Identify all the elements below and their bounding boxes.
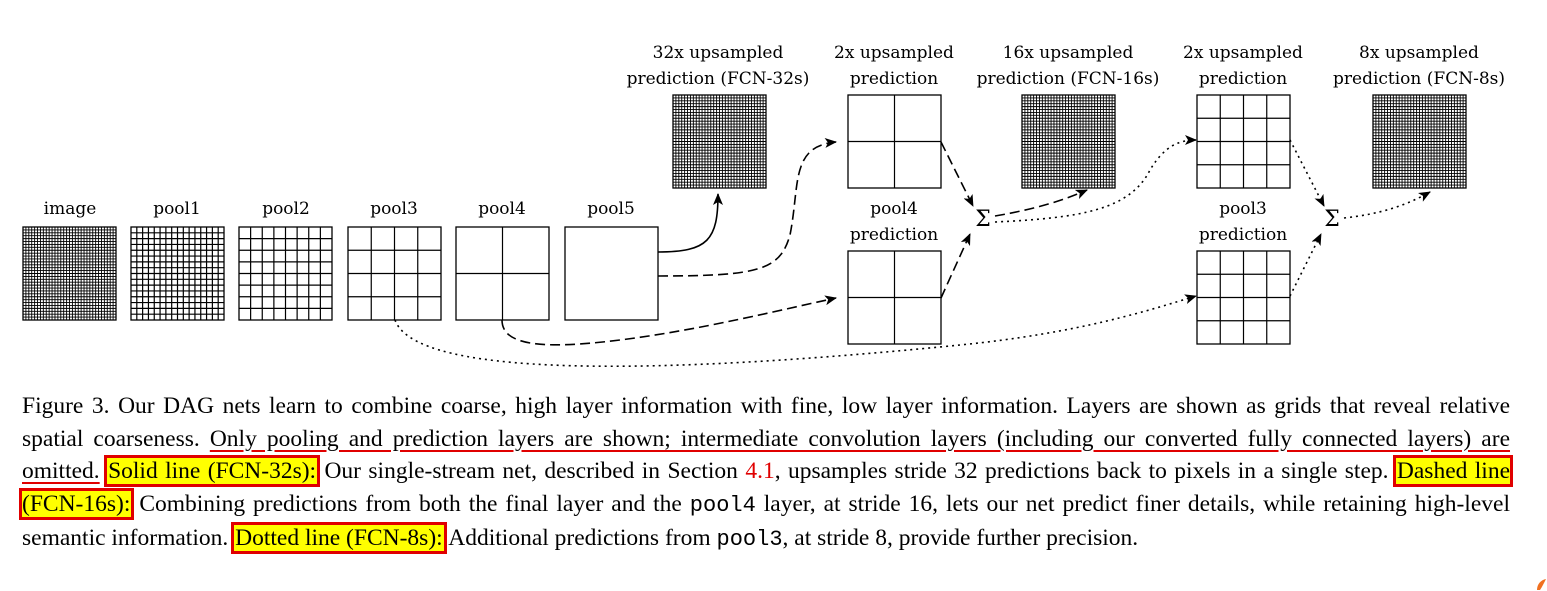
grid-2x-upsampled-b <box>1196 94 1291 189</box>
sum-symbol-1: Σ <box>975 207 991 232</box>
code-pool4: pool4 <box>689 492 756 518</box>
section-reference-link[interactable]: 4.1 <box>745 458 775 484</box>
label-fcn16-line1: 16x upsampled <box>1003 43 1134 63</box>
label-pool5: pool5 <box>587 199 635 219</box>
highlight-dotted-line: Dotted line (FCN-8s): <box>231 522 447 554</box>
label-up2a-line1: 2x upsampled <box>834 43 954 63</box>
caption-dashed-desc: Combining predictions from both the fina… <box>131 490 690 517</box>
corner-mark-icon <box>1537 579 1546 590</box>
label-up2b-line1: 2x upsampled <box>1183 43 1303 63</box>
dashed-arrow-sum-to-fcn16 <box>994 189 1088 217</box>
caption-dashed-desc-end: layer, at stride 16, lets our net predic… <box>22 490 1510 552</box>
label-pool2: pool2 <box>262 199 310 219</box>
grid-image <box>22 226 117 321</box>
caption-underlined-note: Only pooling and prediction layers are s… <box>22 425 1510 485</box>
highlight-solid-line: Solid line (FCN-32s): <box>104 455 321 487</box>
fcn-dag-diagram: image pool1 pool2 pool3 pool4 pool5 32x … <box>22 43 1505 367</box>
caption-solid-desc: Our single-stream net, described in Sect… <box>317 458 746 484</box>
grid-fcn8-prediction <box>1372 94 1467 189</box>
grid-pool4 <box>455 226 550 321</box>
grid-pool3-prediction <box>1196 250 1291 345</box>
dotted-arrow-sum-to-2x-b <box>994 135 1197 223</box>
figure-caption: Figure 3. Our DAG nets learn to combine … <box>18 390 1514 557</box>
label-up2a-line2: prediction <box>850 69 938 89</box>
label-pool4: pool4 <box>478 199 526 219</box>
grid-pool1 <box>130 226 225 321</box>
label-up2b-line2: prediction <box>1199 69 1287 89</box>
label-pool4pred-line1: pool4 <box>870 199 918 219</box>
dotted-arrow-pool3pred-to-sum <box>1289 233 1322 297</box>
grid-fcn32-prediction <box>672 94 767 189</box>
dashed-arrow-pool4-to-pool4pred <box>501 295 837 346</box>
caption-intro: Figure 3. Our DAG nets learn to combine … <box>22 393 1510 452</box>
dotted-arrow-sum-to-fcn8 <box>1343 191 1431 219</box>
sum-symbol-2: Σ <box>1324 207 1340 232</box>
grid-pool5 <box>564 226 659 321</box>
dotted-arrow-pool3-to-pool3pred <box>394 294 1197 367</box>
grid-2x-upsampled-a <box>847 94 942 189</box>
dashed-arrow-pool4pred-to-sum <box>940 233 971 299</box>
label-pool3: pool3 <box>370 199 418 219</box>
grid-pool3 <box>347 226 442 321</box>
dashed-arrow-2x-to-sum <box>940 141 974 207</box>
label-pool3pred-line2: prediction <box>1199 225 1287 245</box>
label-fcn8-line1: 8x upsampled <box>1359 43 1479 63</box>
label-pool1: pool1 <box>153 199 201 219</box>
code-pool3: pool3 <box>716 527 783 552</box>
dotted-arrow-2x-b-to-sum <box>1289 139 1325 207</box>
caption-dotted-desc: Additional predictions from <box>443 525 717 551</box>
label-fcn8-line2: prediction (FCN-8s) <box>1333 69 1505 89</box>
label-fcn32-line2: prediction (FCN-32s) <box>627 69 810 89</box>
grid-outline <box>564 226 659 321</box>
solid-arrow-pool5-to-fcn32 <box>657 193 723 253</box>
label-fcn16-line2: prediction (FCN-16s) <box>977 69 1160 89</box>
label-fcn32-line1: 32x upsampled <box>653 43 784 63</box>
label-pool4pred-line2: prediction <box>850 225 938 245</box>
grid-pool2 <box>238 226 333 321</box>
dashed-arrow-pool5-to-2x <box>657 137 837 277</box>
grid-fcn16-prediction <box>1021 94 1116 189</box>
label-pool3pred-line1: pool3 <box>1219 199 1267 219</box>
grid-pool4-prediction <box>847 250 942 345</box>
caption-dotted-desc-end: , at stride 8, provide further precision… <box>782 525 1139 551</box>
caption-solid-desc-end: , upsamples stride 32 predictions back t… <box>774 458 1396 484</box>
label-image: image <box>44 199 97 219</box>
